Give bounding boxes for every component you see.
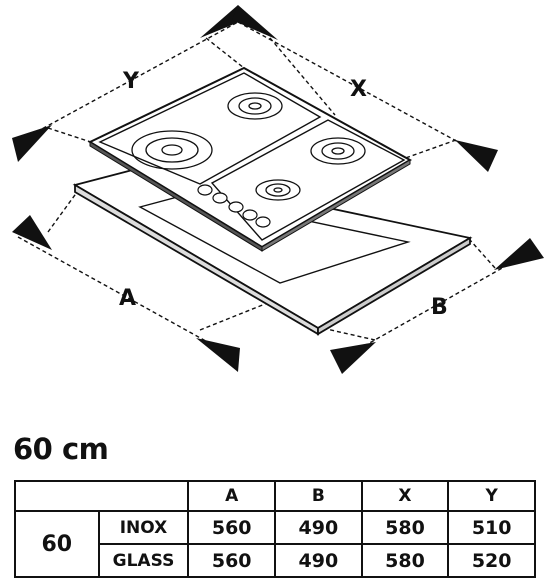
arrow-x-right — [455, 140, 498, 172]
hob — [87, 66, 413, 252]
col-header-y: Y — [447, 480, 536, 512]
table-corner-cell — [13, 480, 190, 512]
hob-panel-left — [98, 72, 322, 185]
arrow-y-left — [12, 125, 52, 162]
value-cell: 490 — [274, 510, 363, 545]
dim-line-x — [237, 21, 483, 156]
hob-dimension-diagram: Y X A B — [12, 5, 544, 374]
arrow-top-left — [200, 5, 244, 38]
size-cell: 60 — [14, 510, 100, 578]
dim-line-a — [17, 236, 223, 351]
col-header-b: B — [274, 480, 363, 512]
page-title: 60 cm — [13, 432, 109, 466]
dimension-table: A B X Y 60 INOX 560 490 580 510 GLASS 56… — [13, 480, 536, 578]
burner-top — [227, 92, 283, 120]
value-cell: 560 — [187, 510, 277, 545]
value-cell: 560 — [187, 543, 277, 578]
label-x: X — [350, 77, 367, 102]
value-cell: 490 — [274, 543, 363, 578]
type-cell-glass: GLASS — [97, 543, 190, 578]
value-cell: 520 — [447, 543, 536, 578]
col-header-x: X — [360, 480, 450, 512]
burner-large — [131, 130, 213, 170]
col-header-a: A — [187, 480, 277, 512]
burner-small — [255, 179, 301, 201]
control-knobs — [197, 184, 271, 228]
arrow-b-bottom — [330, 342, 376, 374]
dim-line-b — [349, 257, 521, 355]
arrow-b-right — [494, 238, 544, 270]
label-a: A — [119, 286, 136, 311]
arrow-top-right — [232, 5, 278, 40]
table-row: GLASS 560 490 580 520 — [15, 543, 536, 578]
arrow-a-bottom — [196, 338, 240, 372]
type-cell-inox: INOX — [97, 510, 190, 545]
table-header-row: A B X Y — [13, 480, 536, 512]
label-y: Y — [122, 69, 140, 94]
hob-panel-right — [210, 119, 406, 241]
arrow-a-left — [12, 215, 52, 250]
label-b: B — [431, 295, 448, 320]
value-cell: 580 — [360, 543, 450, 578]
burner-right — [310, 137, 366, 165]
table-row: 60 INOX 560 490 580 510 — [14, 510, 536, 578]
value-cell: 510 — [447, 510, 536, 545]
value-cell: 580 — [360, 510, 450, 545]
